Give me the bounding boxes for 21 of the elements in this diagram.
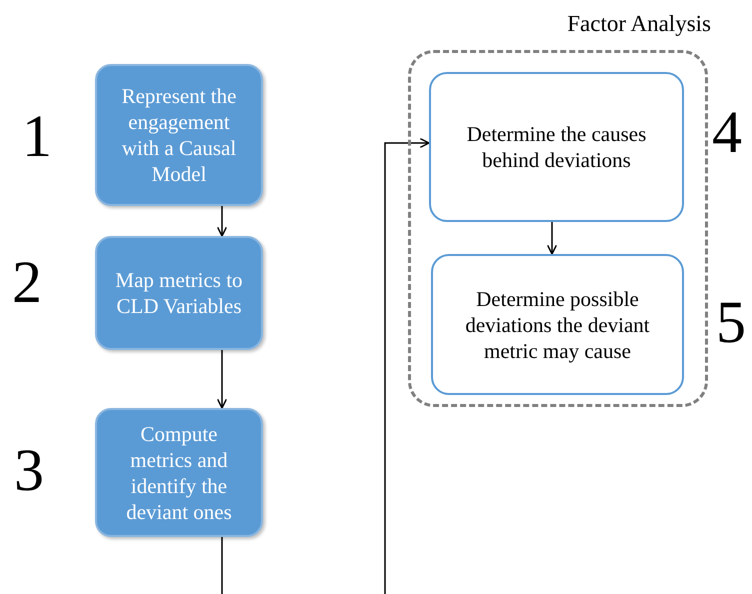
- group-heading: Factor Analysis: [567, 11, 711, 37]
- step-number: 2: [12, 252, 42, 312]
- process-box: [95, 408, 263, 537]
- arrow: [384, 138, 430, 594]
- process-box: [95, 236, 263, 350]
- arrow: [546, 222, 558, 255]
- step-number: 4: [712, 102, 742, 162]
- connector-line: [221, 537, 223, 594]
- step-text: Determine the causes behind deviations: [466, 121, 648, 173]
- step-number: 5: [716, 292, 746, 352]
- step-text: Map metrics to CLD Variables: [114, 267, 244, 319]
- process-box: [95, 64, 263, 206]
- process-box: [429, 72, 684, 222]
- step-text: Determine possible deviations the deviant metric may cause: [464, 286, 651, 364]
- step-text: Compute metrics and identify the deviant ones: [125, 420, 233, 524]
- arrow: [216, 206, 228, 237]
- step-text: Represent the engagement with a Causal Model: [120, 83, 238, 187]
- step-number: 3: [14, 440, 44, 500]
- step-number: 1: [22, 106, 52, 166]
- arrow: [216, 350, 228, 409]
- process-box: [431, 254, 684, 395]
